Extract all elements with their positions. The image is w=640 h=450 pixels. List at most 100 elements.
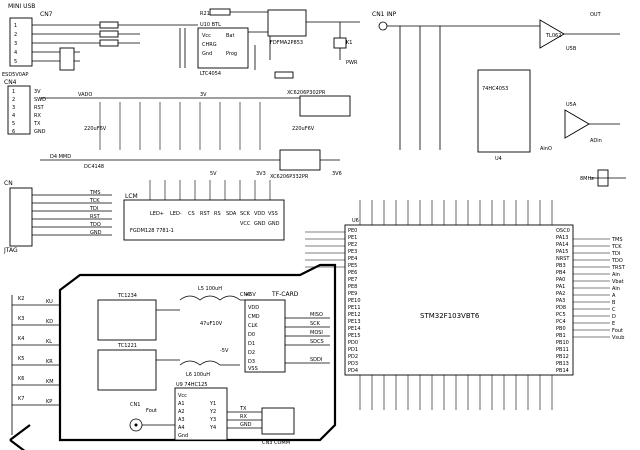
jtag-net-rst: RST [90,214,101,220]
mcu-net-ain-2: Ain [612,286,620,292]
usb-pin-3: 3 [14,41,17,47]
net-3v6: 3V6 [332,171,342,177]
output-label: Fout [146,408,157,414]
net-3v3: 3V3 [256,171,266,177]
cap-47uf: 47uF10V [200,321,223,327]
usb-conn-label: CN7 [40,11,53,18]
lcm-title: LCM [125,193,138,200]
sd-pin-d2: D2 [248,350,255,356]
charger-part: LTC4054 [200,71,221,77]
cn4-net-rx: RX [34,113,41,119]
cn4-pin-2: 2 [12,97,15,103]
mcu-pin-pe7: PE7 [348,277,357,283]
lcm-pin-led-minus: LED- [170,211,182,217]
net-5v: 5V [210,171,217,177]
schottky-label: FDFMA2P853 [270,40,303,46]
lcm-block: LCM FGDM128 7781-1 LED+ LED- CS RST RS S… [123,180,285,241]
mcu-block: U6 STM32F103VBT6 PE0 PE1 PE2 PE3 PE4 PE5… [305,200,626,410]
buffer-pin-gnd: Gnd [178,433,188,439]
mcu-left-pins: PE0 PE1 PE2 PE3 PE4 PE5 PE6 PE7 PE8 PE9 … [348,228,361,374]
mcu-pin-pb4: PB4 [556,270,566,276]
buffer-pin-y2: Y2 [209,409,216,415]
button-k3: K3 [18,316,24,322]
usb-pin-2: 2 [14,32,17,38]
mcu-bottom-pins [359,375,553,410]
usb-out-wires [118,24,150,44]
opamp-ref: U5B [566,46,577,52]
sd-pin-cmd: CMD [248,314,260,320]
ldo-ic-2 [279,149,321,171]
r-22r-2 [99,39,119,47]
mcu-pin-pd4: PD4 [348,368,358,374]
mcu-chip [344,224,574,376]
charger-caps [179,28,256,70]
output-bnc-center [134,423,138,427]
mcu-pin-pe6: PE6 [348,270,357,276]
mux-ic [477,69,531,153]
buffer-out-wires [227,411,262,429]
buffer-pin-y1: Y1 [209,401,216,407]
lcm-pin-sck: SCK [240,211,251,217]
comm-connector [261,407,295,435]
sd-pin-d3: D3 [248,359,255,365]
net-adin: ADin [590,138,602,144]
ldo-block: VADO 3V XC6206P302PR XC6206P332PR 220uF6… [40,90,351,180]
mcu-pin-pa3: PA3 [556,298,565,304]
button-k5: K5 [18,356,24,362]
opamp-2 [564,109,590,139]
cn4-pin-3: 3 [12,105,15,111]
buttons-block: K2 K3 K4 K5 K6 K7 KU KD KL KR KM KP [11,295,60,435]
jtag-connector [9,187,33,247]
ldo-part-2: XC6206P332PR [270,174,309,180]
sd-pin-vdd: VDD [248,305,259,311]
lcm-pin-led-plus: LED+ [150,211,164,217]
usb-pin-4: 4 [14,50,17,56]
mcu-net-b: B [612,300,616,306]
converter-ic-1 [97,299,157,341]
buffer-net-rx: RX [240,414,247,420]
buffer-net-gnd: GND [240,422,252,428]
sd-net-sck: SCK [310,321,321,327]
mcu-pin-pe12: PE12 [348,312,361,318]
fuse-fb [99,21,119,29]
net-plus5v: +5V [245,292,256,298]
mcu-net-vbat: Vbat [612,279,624,285]
opamp2-ref: U5A [566,102,577,108]
jtag-net-tdi: TDI [89,206,98,212]
mux-ref: U4 [495,156,502,162]
mcu-pin-pe9: PE9 [348,291,357,297]
jtag-led-label: D4 MMD [50,154,71,160]
mcu-ref: U6 [352,218,359,224]
button-k4: K4 [18,336,24,342]
sd-power-boundary [58,263,337,442]
ldo-cap-bank [99,102,261,150]
buffer-pin-a1: A1 [178,401,185,407]
mcu-top-pins [359,200,553,225]
sd-block: TF-CARD CN6 VDD CMD CLK D0 D1 D2 D3 VSS … [240,291,330,373]
output-conn: CN1 [130,402,140,408]
net-3v: 3V [200,92,207,98]
charger-pin-prog: Prog [226,51,237,57]
mcu-pin-pd0: PD0 [348,340,358,346]
usb-block: MINI USB CN7 1 2 3 4 5 ESD5V0AP [2,3,150,78]
lcm-pin-sda: SDA [226,211,237,217]
lcm-pin-vcc: VCC [240,221,251,227]
mcu-net-tdi: TDI [611,251,620,257]
mcu-pin-pd8: PD8 [556,305,566,311]
sd-pin-vss: VSS [248,366,258,372]
cn4-title: CN4 [4,79,17,86]
sd-net-sdcs: SDCS [310,339,324,345]
mcu-net-tdo: TDO [611,258,623,264]
jtag-conn: CN [4,180,13,187]
lcm-pin-gnd-2: GND [268,221,280,227]
mcu-pin-pb11: PB11 [556,347,569,353]
mcu-pin-pe8: PE8 [348,284,357,290]
mcu-pin-pe3: PE3 [348,249,357,255]
converter-label-1: TC1234 [117,293,137,299]
mcu-pin-pa1: PA1 [556,284,565,290]
jtag-net-gnd: GND [90,230,102,236]
pwr-switch-label: PWR [346,60,358,66]
crystal-label: 8MHz [580,176,594,182]
converter-label-2: TC1221 [117,343,137,349]
mcu-pin-pa14: PA14 [556,242,568,248]
